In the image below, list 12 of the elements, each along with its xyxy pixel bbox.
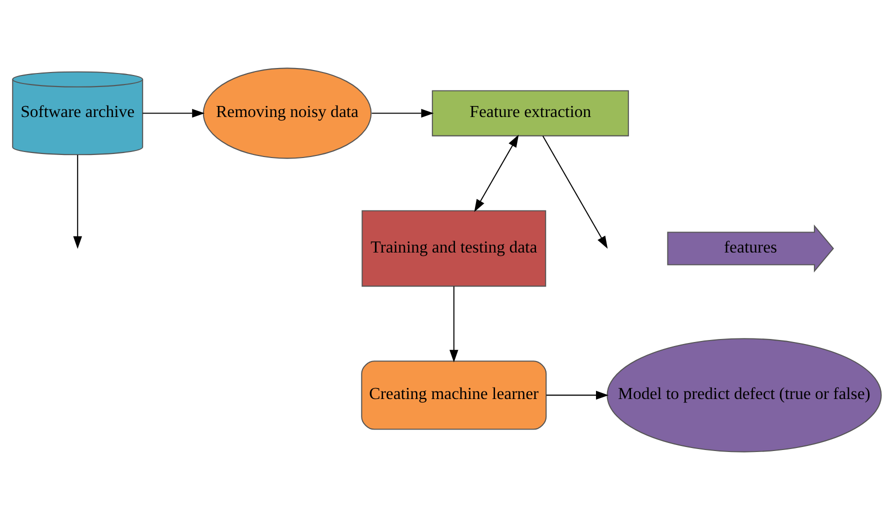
arrow	[474, 134, 519, 212]
arrow	[142, 108, 205, 118]
arrow	[542, 135, 608, 248]
node-box: Training and testing data	[362, 210, 546, 286]
arrow	[372, 108, 434, 118]
node-ellipse: Model to predict defect (true or false)	[606, 338, 882, 452]
node-box: Creating machine learner	[361, 360, 547, 430]
node-ellipse: Removing noisy data	[202, 67, 372, 158]
arrow	[73, 154, 82, 248]
node-box: Feature extraction	[432, 90, 629, 136]
arrow	[546, 390, 609, 400]
arrow	[449, 286, 458, 362]
